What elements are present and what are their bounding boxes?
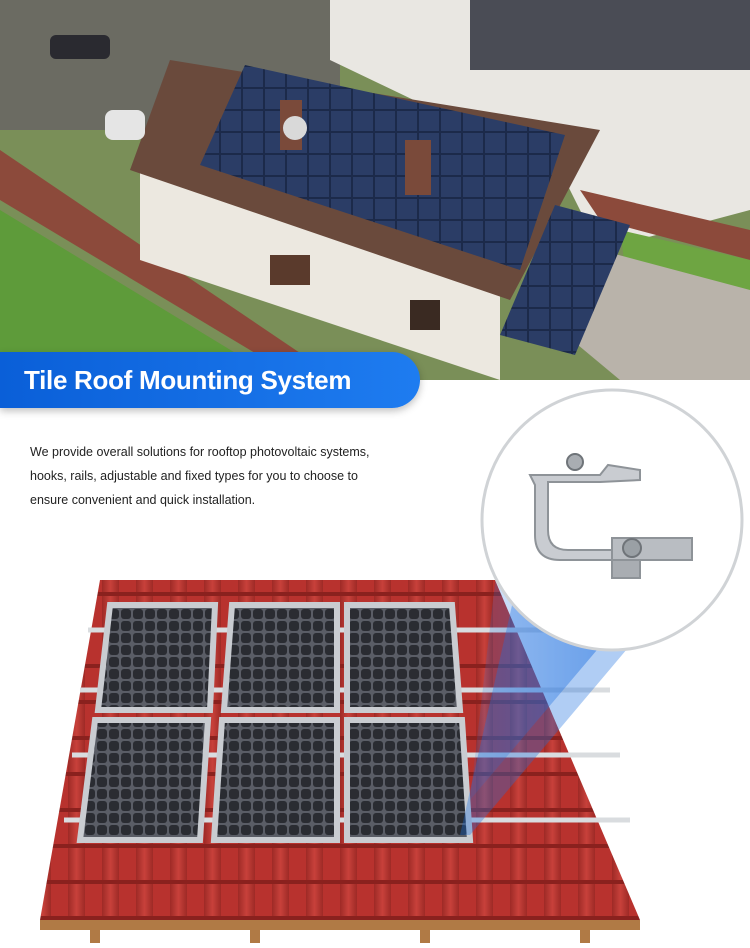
house-photo [0, 0, 750, 380]
solar-panel [344, 602, 464, 713]
description: We provide overall solutions for rooftop… [30, 440, 370, 512]
solar-panel [76, 717, 212, 843]
description-line: ensure convenient and quick installation… [30, 493, 256, 507]
description-line: hooks, rails, adjustable and fixed types… [30, 469, 358, 483]
page-title: Tile Roof Mounting System [24, 365, 352, 395]
roof-illustration [0, 380, 750, 943]
solar-panel [210, 717, 340, 843]
hook-detail-callout [480, 388, 744, 652]
solar-panel [94, 602, 219, 713]
tile-hook-icon [528, 463, 641, 561]
solar-panel [220, 602, 340, 713]
solar-panel [344, 717, 474, 843]
title-banner: Tile Roof Mounting System [0, 352, 420, 408]
description-line: We provide overall solutions for rooftop… [30, 445, 370, 459]
